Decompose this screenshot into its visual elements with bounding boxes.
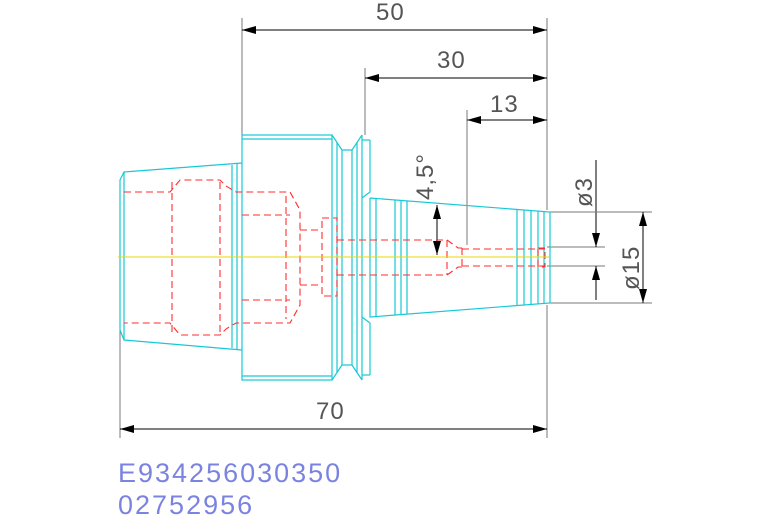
dimension-dia15: ø15 <box>550 211 652 304</box>
dimension-30-label: 30 <box>437 47 466 74</box>
dimension-13: 13 <box>466 91 547 245</box>
dimension-dia3: ø3 <box>547 160 605 300</box>
dimension-angle-label: 4,5° <box>412 153 439 200</box>
dimension-50: 50 <box>241 0 548 210</box>
order-code: 02752956 <box>118 490 255 520</box>
dimension-70: 70 <box>119 305 548 438</box>
dimension-50-label: 50 <box>376 0 405 26</box>
dimension-dia3-label: ø3 <box>571 177 598 207</box>
dimension-dia15-label: ø15 <box>618 246 645 290</box>
dimension-angle: 4,5° <box>412 153 441 255</box>
dimension-70-label: 70 <box>316 398 345 425</box>
dimension-30: 30 <box>364 47 547 135</box>
part-number: E934256030350 <box>118 458 343 488</box>
dimension-13-label: 13 <box>490 91 519 118</box>
